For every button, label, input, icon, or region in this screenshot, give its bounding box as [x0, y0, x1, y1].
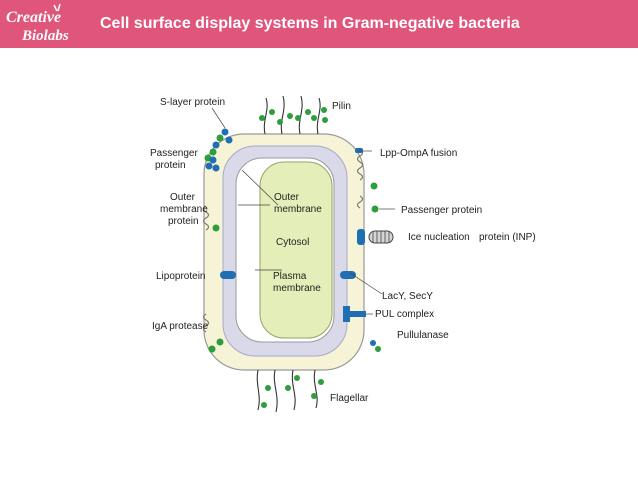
- label-outer-membrane-protein-1: Outer: [170, 192, 196, 203]
- iga-protease-released-1: [208, 345, 216, 353]
- label-iga-protease: IgA protease: [152, 321, 209, 332]
- pilin-subunits: [259, 107, 328, 125]
- pullulanase-green: [375, 346, 381, 352]
- logo-sprout-icon: [53, 3, 61, 12]
- autotransporter-shape: [356, 195, 364, 209]
- logo-graphic: Creative Biolabs: [6, 3, 69, 44]
- label-flagellar: Flagellar: [330, 393, 369, 404]
- flagellar-appendages: [256, 369, 318, 413]
- lipoprotein-shape: [220, 271, 236, 279]
- label-passenger-protein-left-1: Passenger: [150, 148, 198, 159]
- lpp-ompa-fusion-shape: [356, 149, 364, 181]
- label-plasma-membrane-2: membrane: [273, 283, 321, 294]
- inp-anchor: [357, 229, 365, 245]
- label-outer-membrane-protein-3: protein: [168, 216, 199, 227]
- label-s-layer-protein: S-layer protein: [160, 97, 225, 108]
- page-title: Cell surface display systems in Gram-neg…: [100, 15, 520, 32]
- label-pul-complex: PUL complex: [375, 309, 434, 320]
- leader-lines: [211, 107, 395, 315]
- label-outer-membrane-1: Outer: [274, 192, 300, 203]
- s-layer-protein-cluster: [204, 128, 233, 172]
- label-cytosol: Cytosol: [276, 237, 309, 248]
- label-lpp-ompa-fusion: Lpp-OmpA fusion: [380, 148, 457, 159]
- outer-membrane-protein-passenger: [212, 224, 220, 232]
- ice-nucleation-protein-icon: [368, 230, 394, 244]
- lpp-ompa-passenger: [370, 182, 378, 190]
- label-outer-membrane-2: membrane: [274, 204, 322, 215]
- label-pullulanase: Pullulanase: [397, 330, 449, 341]
- label-passenger-protein-right: Passenger protein: [401, 205, 482, 216]
- logo-text-line-1: Creative: [6, 9, 61, 26]
- iga-protease-shape: [202, 313, 210, 333]
- creative-biolabs-logo: Creative Biolabs: [2, 2, 90, 46]
- label-passenger-protein-left-2: protein: [155, 160, 186, 171]
- outer-membrane-protein-shape: [202, 205, 210, 231]
- label-outer-membrane-protein-2: membrane: [160, 204, 208, 215]
- label-lacy-secy: LacY, SecY: [382, 291, 433, 302]
- flagellar-subunits: [261, 375, 324, 408]
- label-ice-nucleation: Ice nucleation: [408, 232, 470, 243]
- iga-protease-released-2: [216, 338, 224, 346]
- label-pilin: Pilin: [332, 101, 351, 112]
- label-lipoprotein: Lipoprotein: [156, 271, 205, 282]
- pullulanase-blue: [370, 340, 376, 346]
- pul-complex-shape: [343, 306, 366, 322]
- label-ice-nucleation-inp: protein (INP): [479, 232, 536, 243]
- label-plasma-membrane-1: Plasma: [273, 271, 307, 282]
- pilin-appendages: [263, 95, 321, 135]
- lpp-anchor: [355, 148, 363, 153]
- lacy-secy-shape: [340, 271, 356, 279]
- right-passenger-protein: [371, 205, 379, 213]
- logo-text-line-2: Biolabs: [21, 28, 69, 44]
- cytosol-region: [259, 161, 333, 339]
- title-bar: Creative Biolabs Cell surface display sy…: [0, 0, 638, 48]
